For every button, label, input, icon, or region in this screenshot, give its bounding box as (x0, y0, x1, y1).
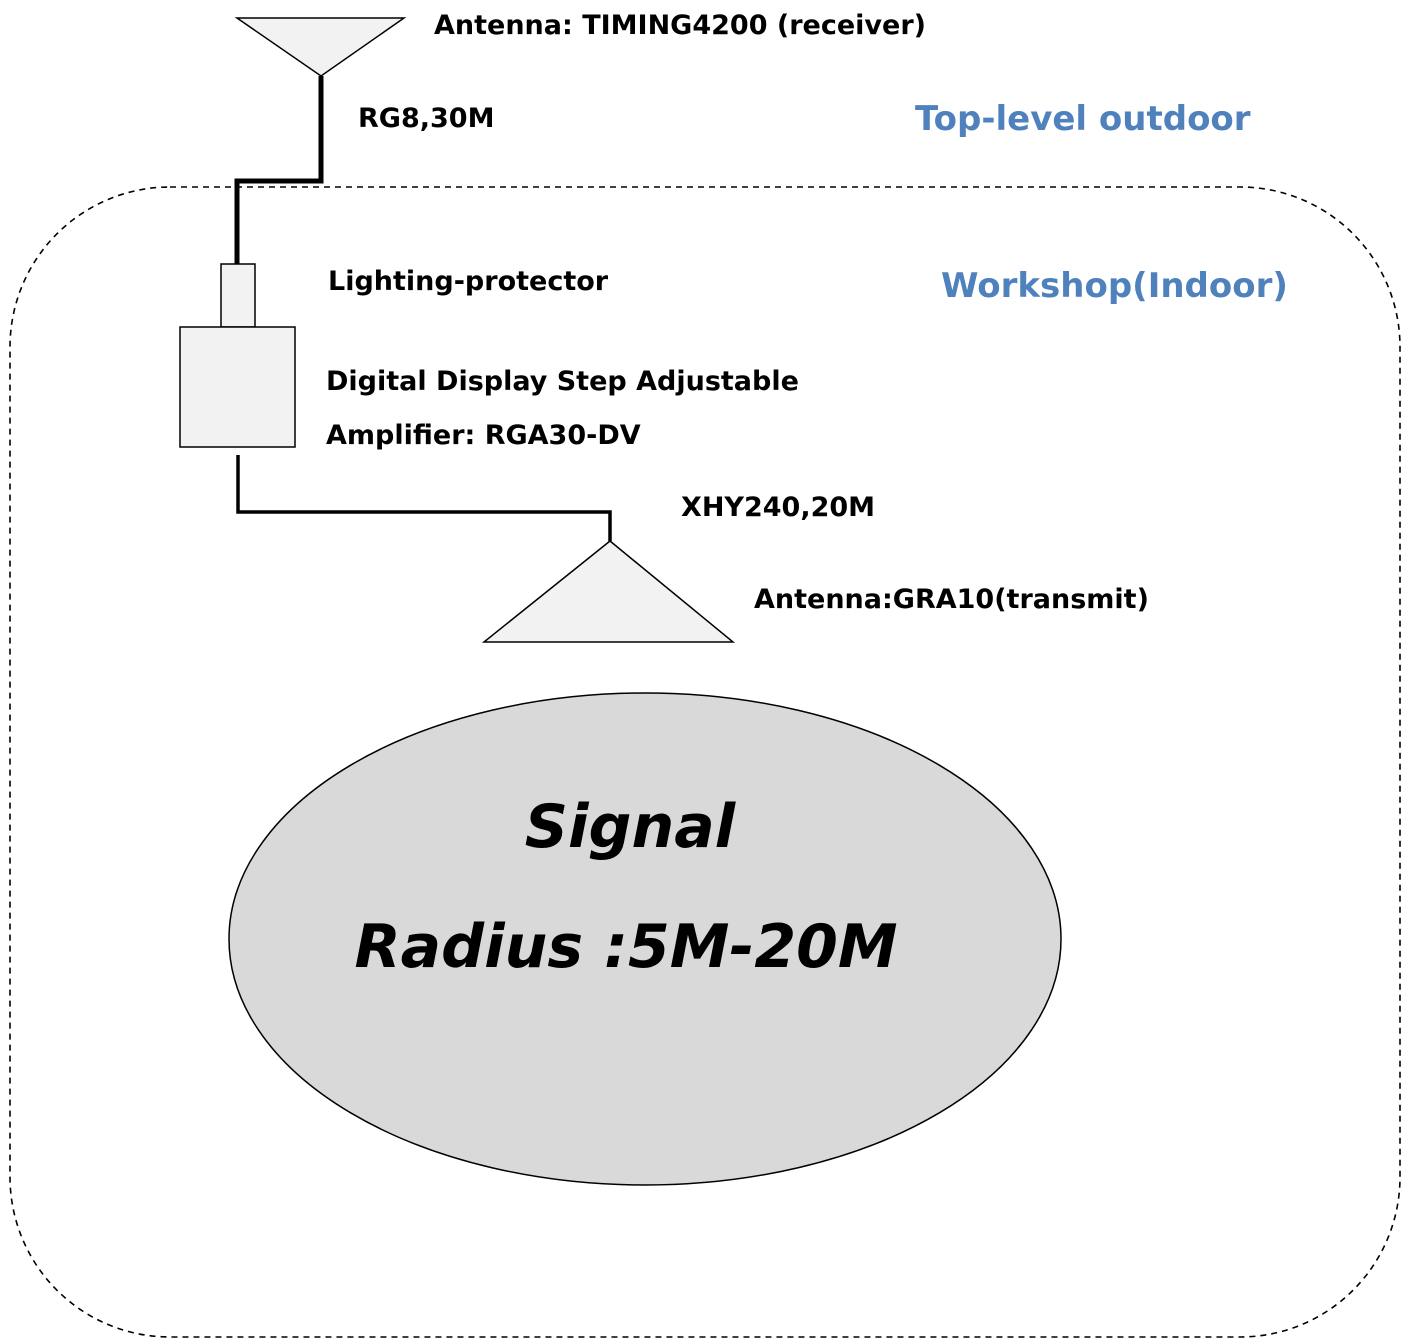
indoor-boundary (9, 186, 1401, 1338)
cable-rg8-line (234, 76, 324, 264)
amplifier-label-line1: Digital Display Step Adjustable (326, 366, 799, 397)
cable-top-label: RG8,30M (358, 103, 494, 134)
lightning-protector-icon (220, 263, 256, 328)
coverage-radius: Radius :5M-20M (354, 912, 897, 982)
receiver-antenna-label: Antenna: TIMING4200 (receiver) (434, 10, 926, 41)
lightning-protector-label: Lighting-protector (328, 266, 609, 297)
cable-bottom-label: XHY240,20M (681, 492, 875, 523)
outdoor-zone-label: Top-level outdoor (915, 99, 1251, 139)
coverage-area (228, 692, 1062, 1186)
coverage-title: Signal (525, 792, 737, 862)
cable-xhy240-line (236, 455, 612, 541)
indoor-zone-label: Workshop(Indoor) (941, 266, 1288, 306)
amplifier-box (179, 326, 296, 448)
transmit-antenna-icon (481, 540, 736, 643)
receiver-antenna-icon (234, 17, 407, 77)
amplifier-label-line2: Amplifier: RGA30-DV (326, 420, 641, 451)
transmit-antenna-label: Antenna:GRA10(transmit) (754, 584, 1149, 615)
